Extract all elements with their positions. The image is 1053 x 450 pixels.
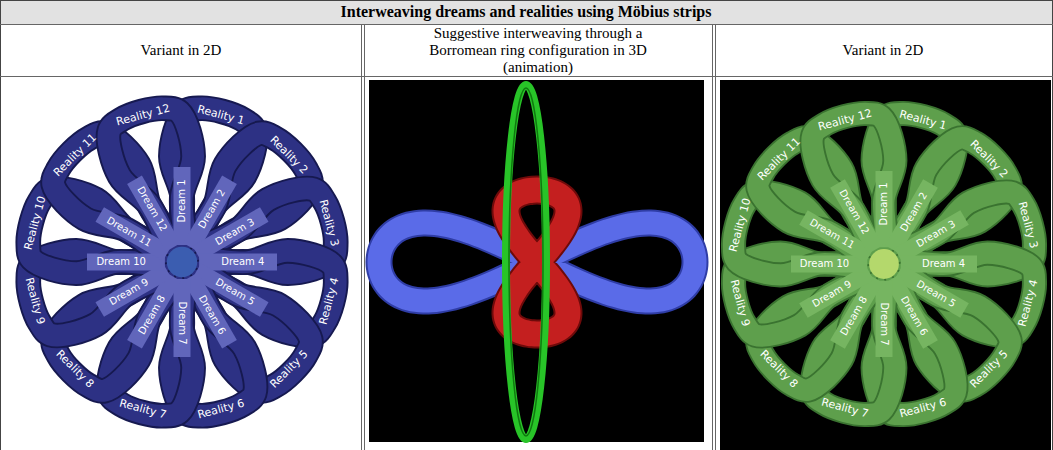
red-ribbon-edge — [506, 190, 568, 334]
red-ribbon — [506, 190, 568, 334]
dream-label: Dream 10 — [96, 257, 146, 267]
column-header: Suggestive interweaving through a Borrom… — [413, 25, 663, 76]
dream-strip — [174, 167, 191, 245]
dream-strip — [199, 254, 277, 271]
middle-image-ground — [369, 80, 704, 442]
grid-line — [364, 24, 365, 450]
mobius-flower — [28, 108, 335, 415]
grid-line — [0, 76, 1053, 77]
dream-strip — [174, 279, 191, 357]
dream-strip — [791, 256, 867, 273]
dream-label: Dream 1 — [879, 183, 889, 226]
center-disc — [869, 249, 899, 279]
borromean-rings — [379, 85, 695, 439]
green-ring-shade — [509, 88, 543, 436]
dream-label: Dream 1 — [177, 180, 187, 223]
mobius-flower — [734, 114, 1035, 415]
dream-strip — [876, 281, 893, 357]
column-header: Variant in 2D — [843, 42, 924, 59]
dream-label: Dream 4 — [221, 257, 264, 267]
dream-label: Dream 7 — [177, 301, 187, 344]
column-header: Variant in 2D — [141, 42, 222, 59]
dream-label: Dream 10 — [800, 259, 850, 269]
grid-line — [715, 24, 716, 450]
dream-strip — [876, 171, 893, 247]
grid-line — [361, 24, 362, 450]
table-title: Interweaving dreams and realities using … — [341, 3, 712, 21]
dream-strip — [901, 256, 977, 273]
dream-label: Dream 7 — [879, 302, 889, 345]
right-image-ground — [720, 80, 1051, 450]
dream-strip — [87, 254, 165, 271]
green-ring — [506, 85, 546, 439]
dream-label: Dream 4 — [922, 259, 965, 269]
title-row-ground — [0, 0, 1053, 24]
grid-line — [712, 24, 713, 450]
center-disc — [167, 247, 197, 277]
